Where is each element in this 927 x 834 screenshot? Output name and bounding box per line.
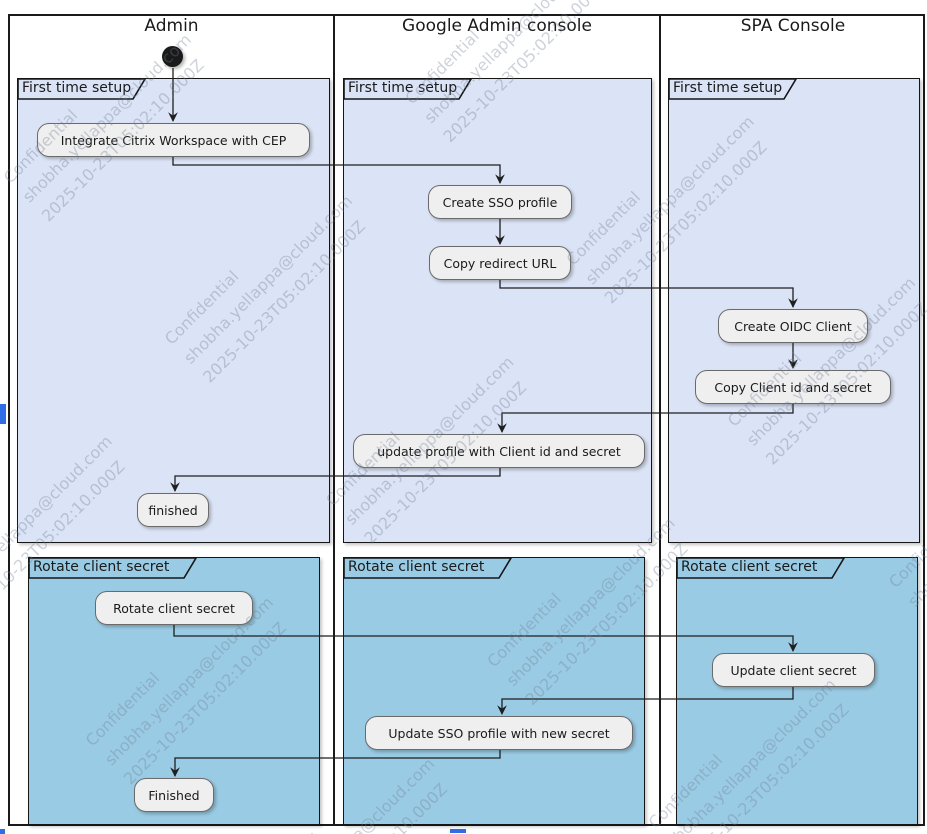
activity-finished-rotate: Finished bbox=[134, 778, 214, 812]
activity-copy-redirect-url: Copy redirect URL bbox=[429, 246, 571, 280]
partition-tab-rotate-client-secret-admin: Rotate client secret bbox=[28, 557, 198, 579]
activity-create-oidc-client: Create OIDC Client bbox=[718, 309, 868, 343]
activity-rotate-client-secret: Rotate client secret bbox=[95, 591, 253, 625]
partition-tab-label: Rotate client secret bbox=[681, 559, 818, 575]
partition-rotate-client-secret-spa bbox=[676, 557, 918, 825]
start-node bbox=[162, 46, 183, 67]
partition-tab-rotate-client-secret-google: Rotate client secret bbox=[343, 557, 513, 579]
activity-update-profile-with-client-id-and-secret: update profile with Client id and secret bbox=[353, 434, 645, 468]
activity-update-client-secret: Update client secret bbox=[712, 653, 875, 687]
partition-first-time-setup-google bbox=[343, 78, 652, 543]
tab-shape bbox=[676, 557, 846, 579]
partition-tab-label: First time setup bbox=[348, 80, 458, 96]
partition-tab-rotate-client-secret-spa: Rotate client secret bbox=[676, 557, 846, 579]
partition-rotate-client-secret-google bbox=[343, 557, 645, 825]
partition-tab-first-time-setup-google: First time setup bbox=[343, 78, 473, 100]
tab-shape bbox=[28, 557, 198, 579]
activity-update-sso-profile-with-new-secret: Update SSO profile with new secret bbox=[365, 716, 633, 750]
activity-finished-first-time-setup: finished bbox=[137, 493, 209, 527]
lane-separator-admin-google bbox=[333, 14, 335, 826]
activity-copy-client-id-and-secret: Copy Client id and secret bbox=[695, 370, 891, 404]
blue-marker-bottom-left bbox=[0, 829, 5, 834]
lane-title-spa-console: SPA Console bbox=[740, 16, 846, 36]
lane-title-admin: Admin bbox=[144, 16, 199, 36]
partition-tab-label: Rotate client secret bbox=[33, 559, 170, 575]
blue-marker-bottom-center bbox=[450, 829, 466, 833]
blue-marker-left-edge bbox=[0, 404, 6, 424]
lane-separator-google-spa bbox=[659, 14, 661, 826]
tab-shape bbox=[668, 78, 798, 100]
tab-shape bbox=[17, 78, 147, 100]
partition-tab-label: Rotate client secret bbox=[348, 559, 485, 575]
partition-tab-first-time-setup-admin: First time setup bbox=[17, 78, 147, 100]
partition-tab-label: First time setup bbox=[22, 80, 132, 96]
partition-tab-label: First time setup bbox=[673, 80, 783, 96]
tab-shape bbox=[343, 557, 513, 579]
diagram-outer-frame bbox=[8, 14, 925, 826]
lane-title-google-admin-console: Google Admin console bbox=[402, 16, 592, 36]
activity-create-sso-profile: Create SSO profile bbox=[428, 185, 572, 219]
tab-shape bbox=[343, 78, 473, 100]
partition-tab-first-time-setup-spa: First time setup bbox=[668, 78, 798, 100]
activity-integrate-citrix-workspace-with-cep: Integrate Citrix Workspace with CEP bbox=[37, 123, 310, 157]
